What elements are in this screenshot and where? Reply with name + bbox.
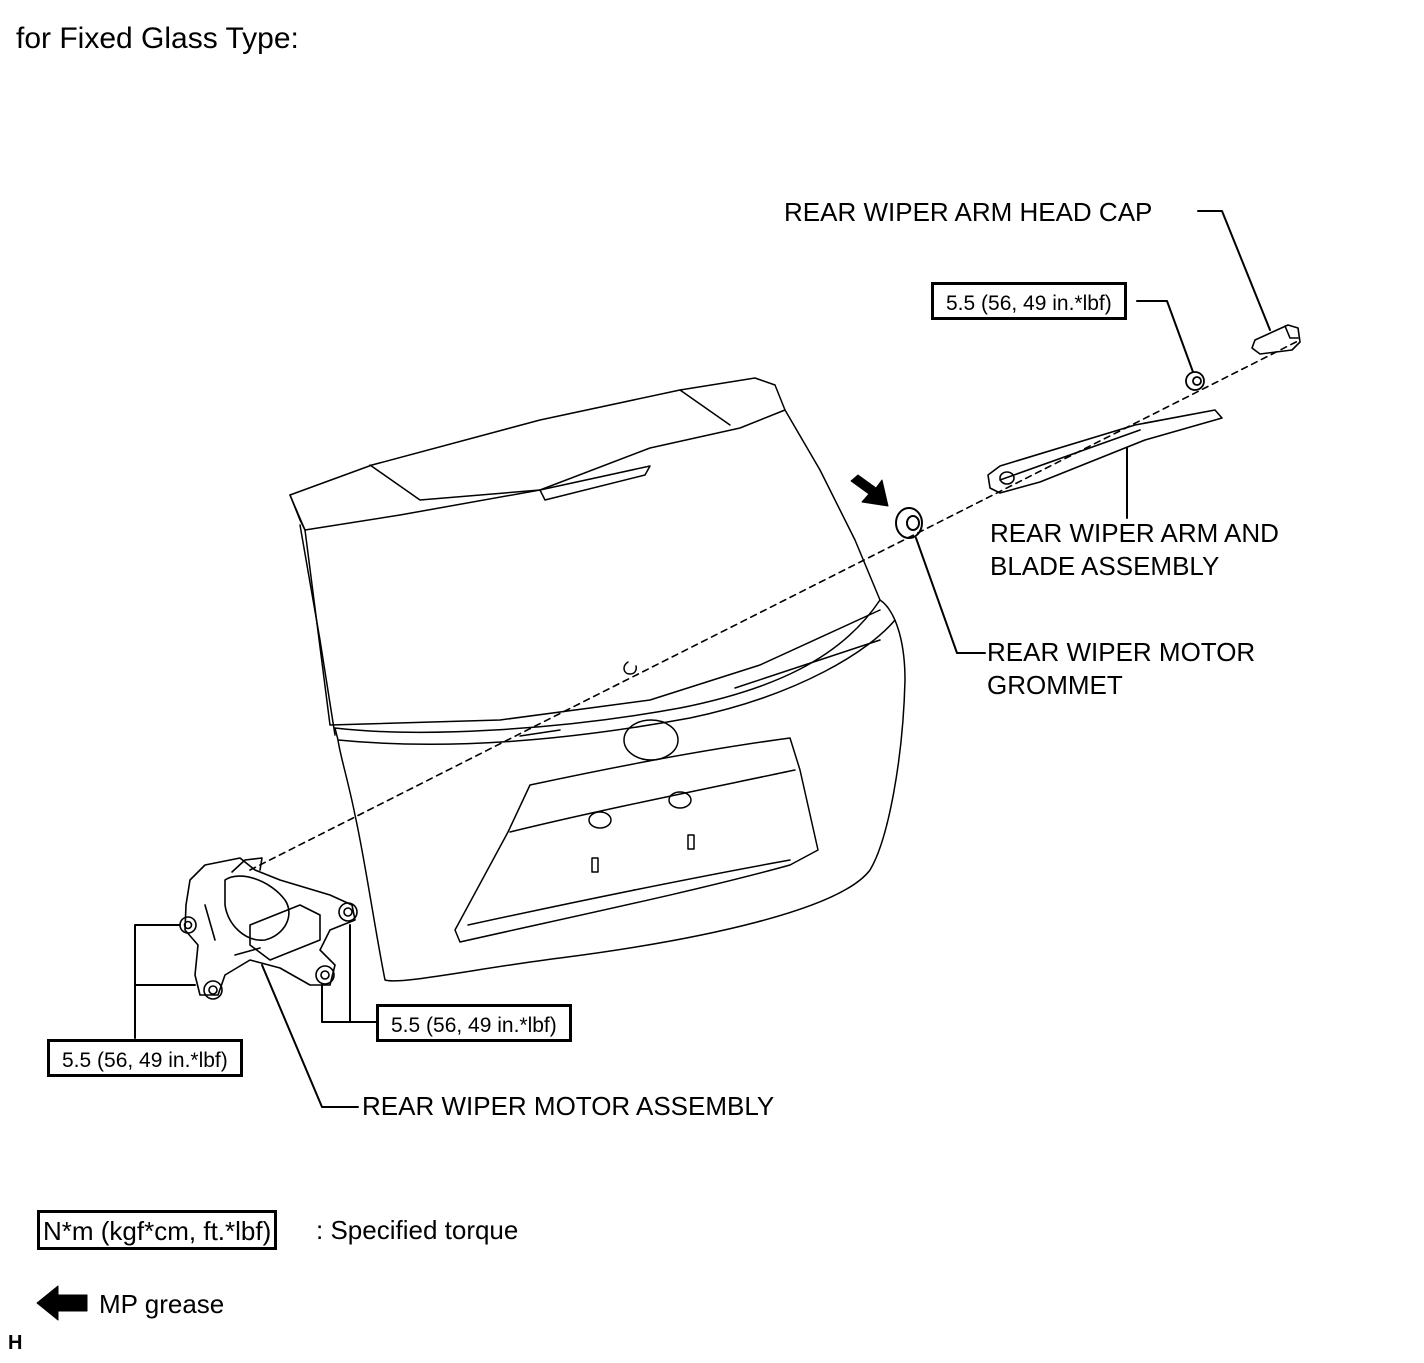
legend-torque-desc: : Specified torque	[316, 1215, 519, 1245]
assembly-axis-line	[249, 339, 1301, 871]
grommet-illustration	[895, 507, 923, 539]
legend-torque-unit-box: N*m (kgf*cm, ft.*lbf)	[37, 1210, 278, 1250]
label-head-cap: REAR WIPER ARM HEAD CAP	[784, 197, 1153, 227]
corner-mark: H	[8, 1332, 23, 1354]
label-motor-assembly: REAR WIPER MOTOR ASSEMBLY	[362, 1091, 775, 1121]
wiper-motor-illustration	[179, 857, 358, 1000]
label-grommet-line1: REAR WIPER MOTOR	[987, 637, 1256, 667]
torque-box-motor-right: 5.5 (56, 49 in.*lbf)	[376, 1004, 572, 1042]
wiper-arm-illustration	[987, 409, 1223, 494]
label-grommet-line2: GROMMET	[987, 670, 1123, 700]
arrow-left-filled-icon	[36, 1285, 88, 1321]
back-door	[289, 377, 906, 982]
leader-lines	[134, 210, 1271, 1108]
label-arm-blade-line1: REAR WIPER ARM AND	[990, 518, 1279, 548]
arm-nut-illustration	[1185, 371, 1205, 391]
page-title: for Fixed Glass Type:	[16, 22, 299, 55]
torque-box-motor-left: 5.5 (56, 49 in.*lbf)	[47, 1039, 243, 1077]
torque-box-arm-nut: 5.5 (56, 49 in.*lbf)	[931, 282, 1127, 320]
arrow-down-right-filled-icon	[850, 474, 889, 507]
legend-grease-desc: MP grease	[99, 1289, 225, 1319]
head-cap-illustration	[1251, 324, 1301, 355]
label-arm-blade-line2: BLADE ASSEMBLY	[990, 551, 1220, 581]
